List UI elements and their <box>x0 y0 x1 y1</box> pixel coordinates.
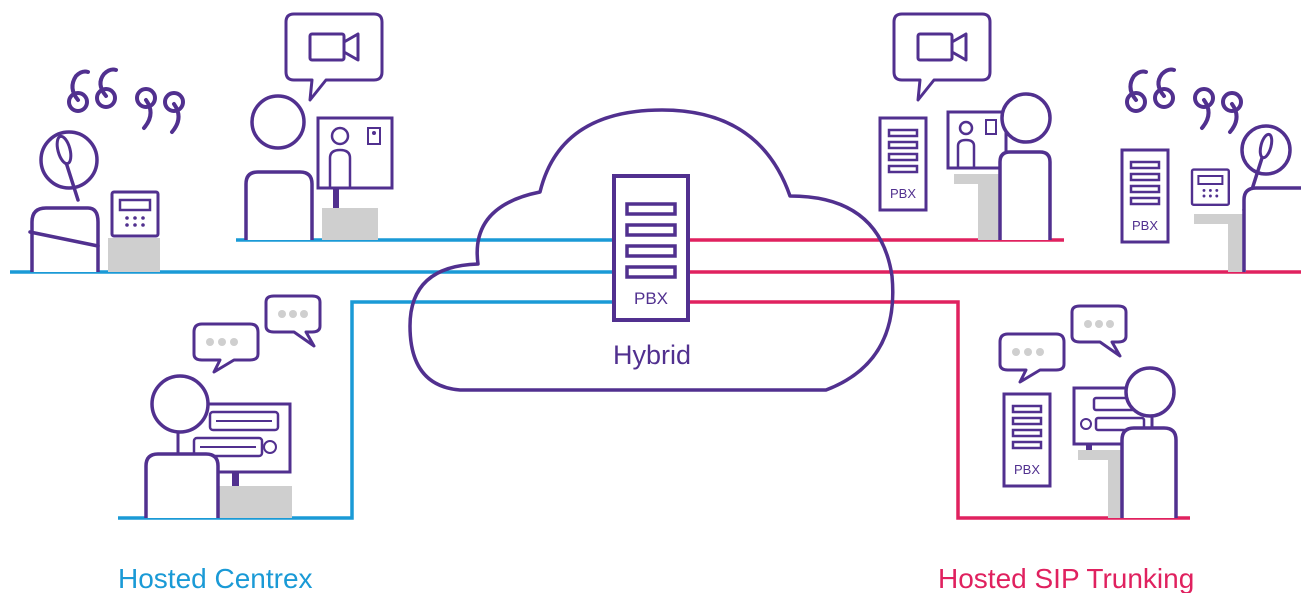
chat-bubble-icon <box>998 304 1128 384</box>
desk <box>108 238 160 272</box>
sip-line-lower <box>686 300 1190 520</box>
video-camera-icon <box>284 12 384 102</box>
person-head <box>250 94 306 150</box>
person-body <box>144 452 220 518</box>
desk-phone-icon <box>1190 168 1231 207</box>
hybrid-pbx-server-icon: PBX <box>612 174 690 322</box>
person-head <box>1124 366 1176 418</box>
centrex-user-chat <box>144 294 322 518</box>
person-body <box>998 150 1052 240</box>
monitor-icon <box>946 110 1008 170</box>
sip-user-phone: PBX <box>1120 67 1301 272</box>
hybrid-label: Hybrid <box>613 340 691 370</box>
speech-quote-icon <box>1125 67 1243 134</box>
desk-phone-icon <box>110 190 160 238</box>
desk <box>212 486 292 518</box>
centrex-user-video <box>244 12 394 240</box>
sip-pbx-label-1: PBX <box>890 186 916 201</box>
person-body <box>244 170 314 240</box>
person-head <box>150 374 210 434</box>
hosted-sip-trunking-label: Hosted SIP Trunking <box>938 563 1194 593</box>
sip-user-video: PBX <box>878 12 1052 240</box>
sip-pbx-label-2: PBX <box>1132 218 1158 233</box>
hosted-centrex-label: Hosted Centrex <box>118 563 313 593</box>
person-body <box>1120 426 1178 518</box>
video-camera-icon <box>892 12 992 102</box>
sip-user-chat: PBX <box>998 304 1178 518</box>
person-head <box>1000 92 1052 144</box>
centrex-user-phone <box>28 67 185 272</box>
speech-quote-icon <box>67 67 185 134</box>
chat-bubble-icon <box>192 294 322 374</box>
desk <box>954 174 1000 240</box>
centrex-lines <box>10 238 617 520</box>
sip-pbx-label-3: PBX <box>1014 462 1040 477</box>
sip-lines <box>686 238 1301 520</box>
desk <box>1078 450 1130 518</box>
hybrid-pbx-label: PBX <box>634 289 668 308</box>
desk <box>322 208 378 240</box>
cloud-icon <box>408 108 895 392</box>
person-body <box>1242 186 1301 272</box>
desk <box>1194 214 1246 272</box>
